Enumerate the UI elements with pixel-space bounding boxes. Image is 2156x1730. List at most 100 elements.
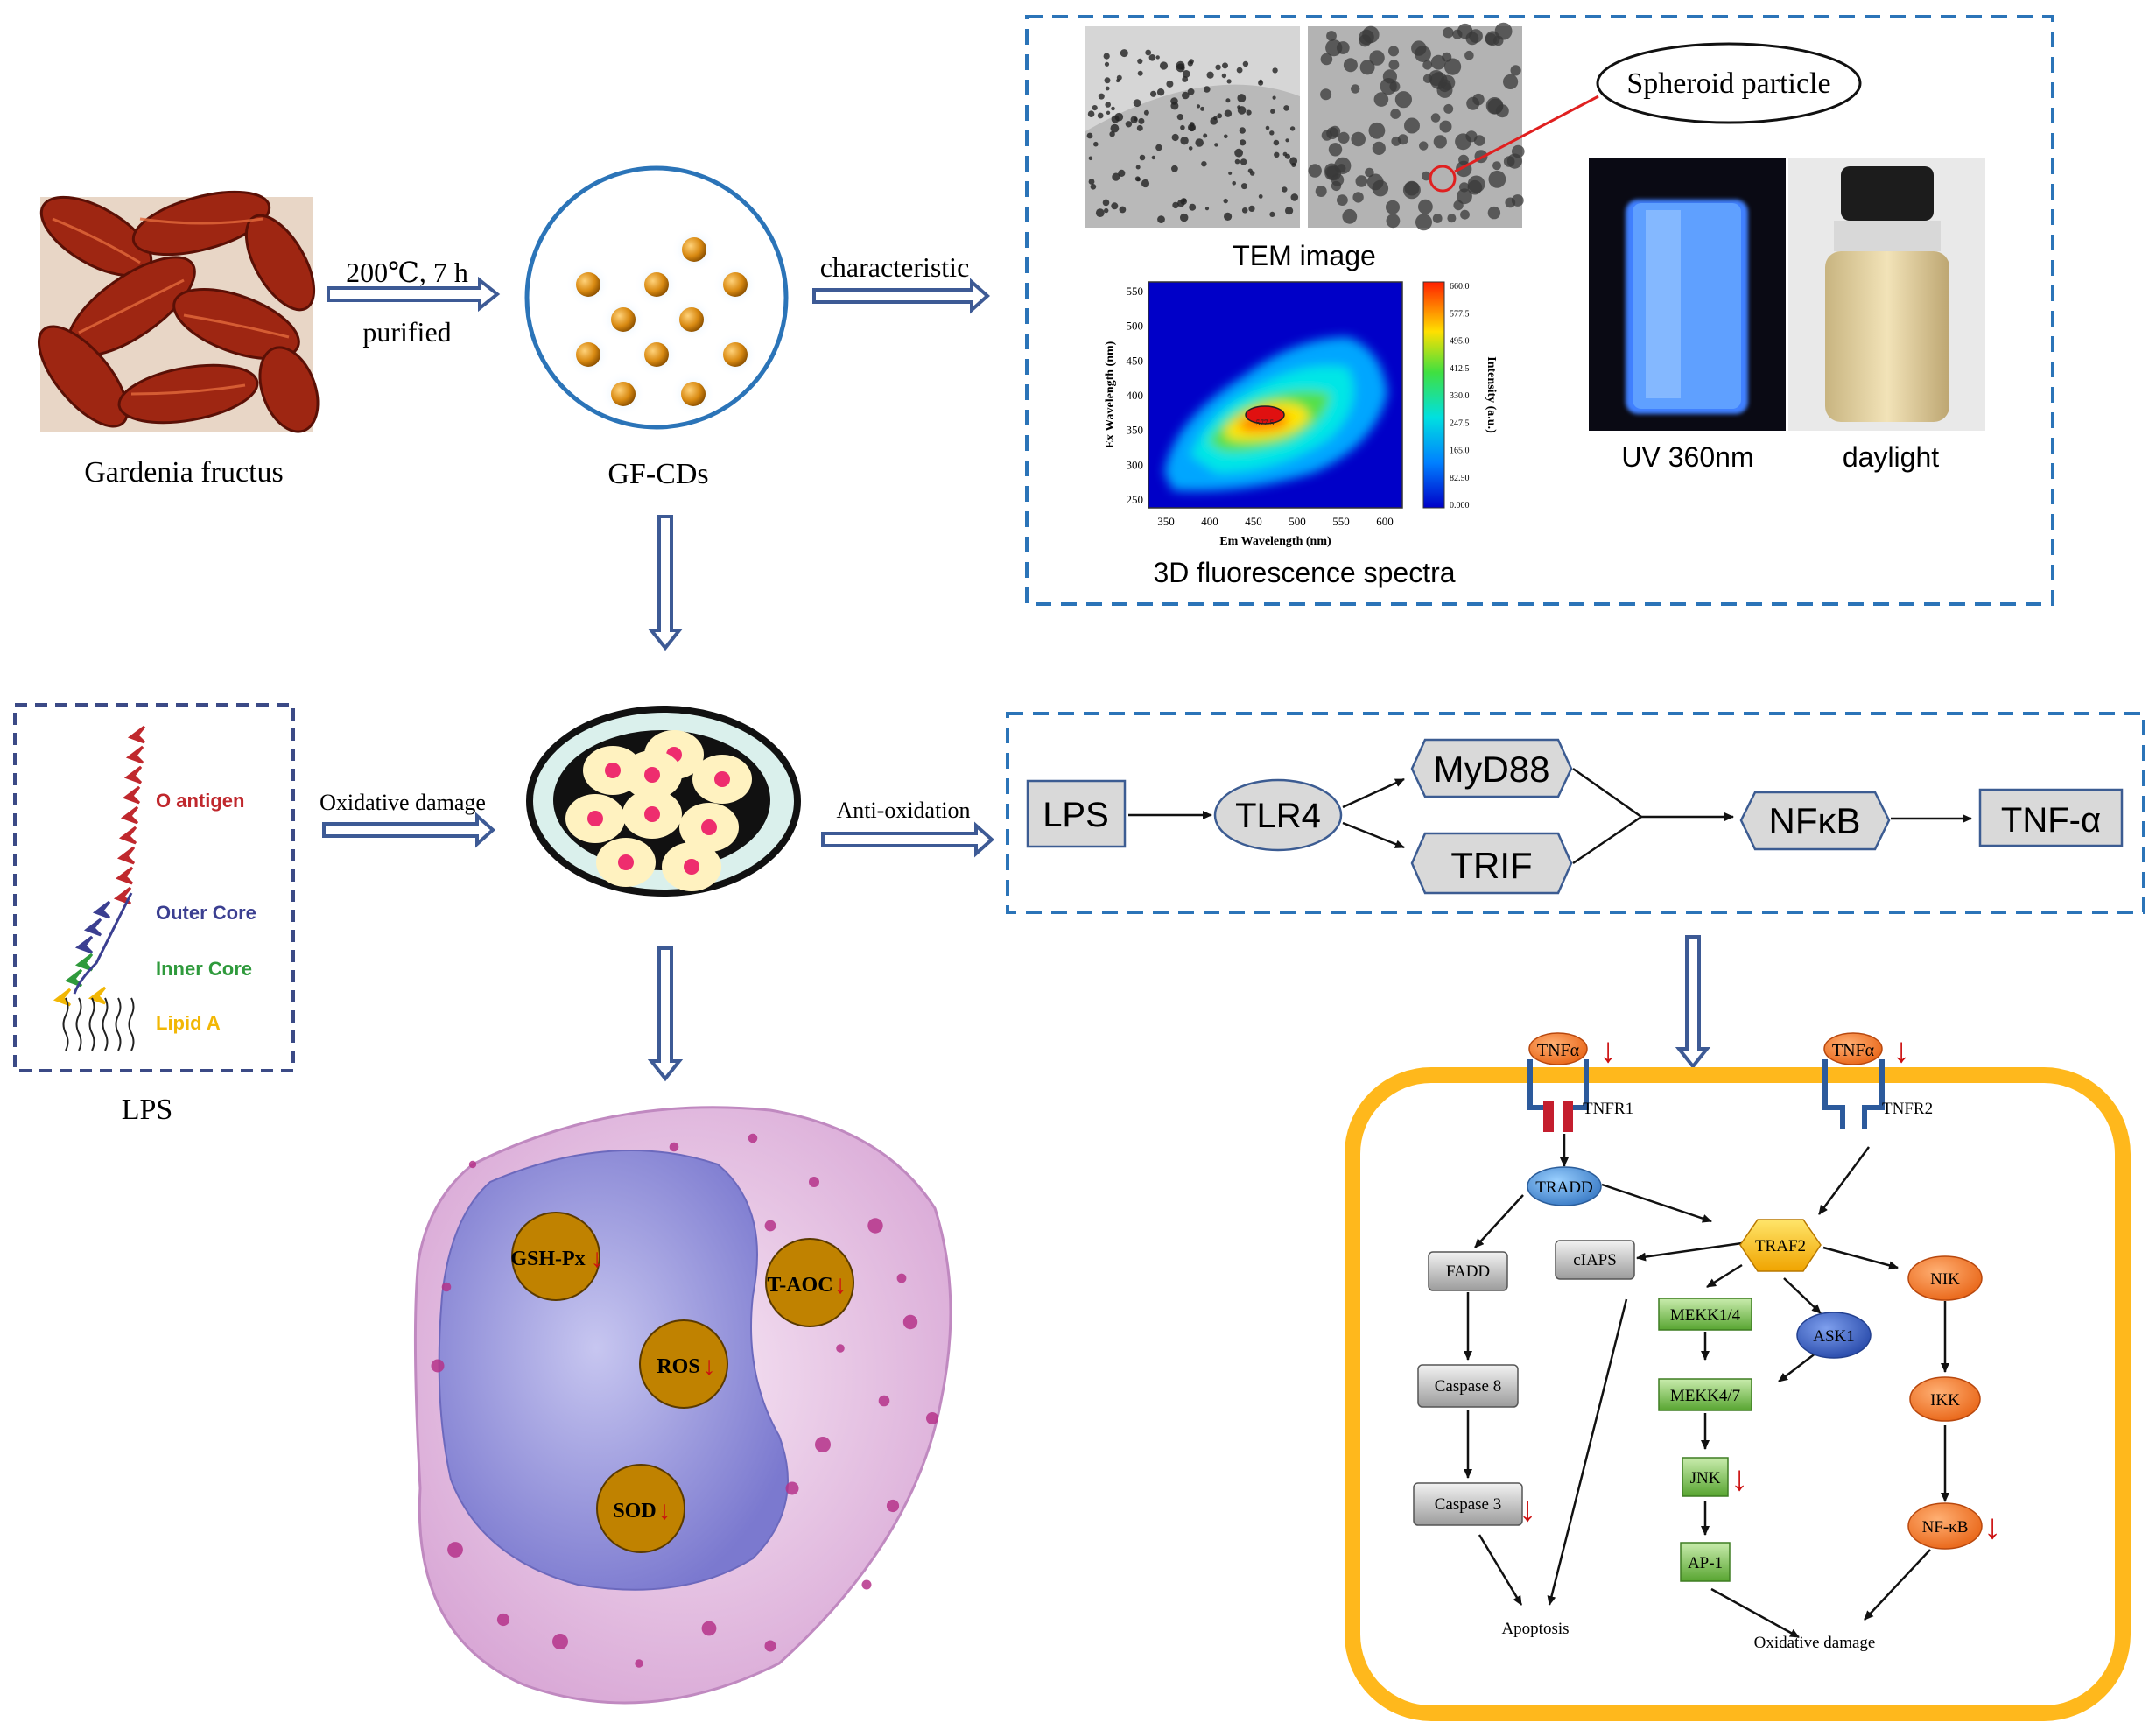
colorbar-tick: 82.50 xyxy=(1450,474,1470,483)
spectra-caption: 3D fluorescence spectra xyxy=(1153,557,1455,588)
signaling-arrows xyxy=(1464,1134,1949,1639)
daylight-vial-photo xyxy=(1788,158,1985,431)
gf-cds-circle xyxy=(524,165,789,430)
ciaps-label: cIAPS xyxy=(1573,1251,1617,1269)
tnfr2-label: TNFR2 xyxy=(1882,1100,1933,1118)
anti-oxidation-arrow xyxy=(821,821,995,858)
node-ap1: AP-1 xyxy=(1680,1542,1731,1582)
spectra-colorbar xyxy=(1422,281,1445,509)
tem-image-left xyxy=(1085,26,1300,228)
uv-vial-photo xyxy=(1589,158,1786,431)
node-tradd: TRADD xyxy=(1527,1166,1602,1206)
lps-box xyxy=(13,703,295,1072)
spectra-y-tick: 550 xyxy=(1127,285,1144,298)
node-mekk47: MEKK4/7 xyxy=(1658,1378,1752,1411)
node-mekk14: MEKK1/4 xyxy=(1658,1298,1752,1331)
mekk14-label: MEKK1/4 xyxy=(1670,1306,1741,1325)
spectra-y-tick: 500 xyxy=(1127,320,1144,333)
uv-caption: UV 360nm xyxy=(1621,441,1753,473)
spectra-x-tick: 400 xyxy=(1201,515,1218,528)
marker-ros: ROS ↓ xyxy=(639,1319,728,1409)
colorbar-tick: 577.5 xyxy=(1450,309,1470,319)
spectra-y-tick: 450 xyxy=(1127,354,1144,367)
caspase3-label: Caspase 3 xyxy=(1435,1495,1502,1514)
pathway-myd88-hex xyxy=(1410,738,1573,798)
lps-caption: LPS xyxy=(122,1094,173,1126)
o-antigen-label: O antigen xyxy=(156,790,244,812)
spectra-y-tick: 350 xyxy=(1127,424,1144,437)
synthesis-arrow xyxy=(327,276,501,313)
node-ask1: ASK1 xyxy=(1796,1312,1872,1359)
ikk-label: IKK xyxy=(1930,1391,1960,1410)
marker-t-aoc: T-AOC ↓ xyxy=(765,1238,854,1327)
spectra-x-tick: 350 xyxy=(1157,515,1175,528)
down-arrow-to-signaling xyxy=(1675,935,1711,1070)
pathway-nfkb-hex xyxy=(1739,791,1891,851)
caspase8-label: Caspase 8 xyxy=(1435,1377,1502,1396)
caspase3-down-arrow: ↓ xyxy=(1519,1489,1536,1529)
spectra-x-tick: 450 xyxy=(1245,515,1262,528)
ros-down-arrow: ↓ xyxy=(703,1352,716,1381)
gardenia-fructus-photo xyxy=(37,190,320,433)
ap1-label: AP-1 xyxy=(1688,1554,1723,1572)
gf-cds-label: GF-CDs xyxy=(607,458,708,490)
node-nfkb: NF-κB xyxy=(1907,1502,1983,1550)
spectra-x-label: Em Wavelength (nm) xyxy=(1219,535,1331,548)
synthesis-condition: 200℃, 7 h xyxy=(346,257,468,288)
daylight-caption: daylight xyxy=(1843,441,1939,473)
oxidative-damage-label: Oxidative damage xyxy=(320,790,486,815)
down-arrow-to-cells xyxy=(647,515,684,651)
tradd-label: TRADD xyxy=(1535,1178,1592,1197)
nfkb-down-arrow: ↓ xyxy=(1984,1507,2001,1546)
pathway-tnf: TNF-α xyxy=(2001,801,2101,840)
sod-down-arrow: ↓ xyxy=(658,1496,671,1525)
callout-line xyxy=(1454,95,1599,173)
pathway-diagram: LPS TLR4 MyD88 TRIF NFκB TNF-α xyxy=(1026,738,2124,895)
node-caspase8: Caspase 8 xyxy=(1417,1364,1519,1408)
tnfa2-label: TNFα xyxy=(1832,1041,1875,1060)
tem-caption: TEM image xyxy=(1233,240,1376,271)
pathway-lps: LPS xyxy=(1043,796,1109,834)
colorbar-tick: 165.0 xyxy=(1450,447,1470,456)
marker-gsh-px: GSH-Px ↓ xyxy=(510,1212,604,1301)
cell-cluster xyxy=(526,706,801,897)
pathway-nfkb: NFκB xyxy=(1769,800,1861,841)
pathway-box xyxy=(1006,712,2145,914)
colorbar-label: Intensity (a.u.) xyxy=(1485,356,1498,433)
carbon-dot xyxy=(679,307,704,332)
node-traf2: TRAF2 xyxy=(1739,1219,1822,1272)
characteristic-arrow xyxy=(812,278,991,314)
callout-bubble xyxy=(1596,42,1862,124)
spectra-y-tick: 300 xyxy=(1127,458,1144,471)
tnfa1-label: TNFα xyxy=(1537,1041,1580,1060)
spectra-y-label: Ex Wavelength (nm) xyxy=(1104,341,1117,448)
node-ciaps: cIAPS xyxy=(1555,1240,1635,1280)
jnk-down-arrow: ↓ xyxy=(1731,1459,1748,1498)
t-aoc-down-arrow: ↓ xyxy=(834,1270,847,1299)
tnfa2-down-arrow: ↓ xyxy=(1893,1030,1910,1070)
pathway-tlr4-ellipse xyxy=(1213,778,1343,852)
spectra-y-tick: 400 xyxy=(1127,389,1144,402)
ask1-label: ASK1 xyxy=(1813,1327,1855,1346)
carbon-dot xyxy=(644,272,669,297)
synthesis-step: purified xyxy=(362,316,451,348)
carbon-dot xyxy=(681,382,706,406)
oxidative-damage-outcome-label: Oxidative damage xyxy=(1754,1634,1876,1652)
carbon-dot xyxy=(723,272,748,297)
carbon-dot xyxy=(723,342,748,367)
apoptosis-label: Apoptosis xyxy=(1501,1620,1569,1638)
spectra-x-tick: 600 xyxy=(1376,515,1394,528)
tnfa-ligand-1: TNFα xyxy=(1528,1032,1588,1065)
node-caspase3: Caspase 3 xyxy=(1413,1482,1523,1526)
node-nik: NIK xyxy=(1907,1255,1983,1301)
highlight-circle xyxy=(1429,165,1457,193)
carbon-dot xyxy=(644,342,669,367)
carbon-dot xyxy=(611,382,636,406)
callout-text: Spheroid particle xyxy=(1626,67,1830,100)
spectra-y-tick: 250 xyxy=(1127,493,1144,506)
lps-molecule xyxy=(53,725,146,1051)
tnfr2-receptor xyxy=(1822,1059,1885,1129)
outer-core-label: Outer Core xyxy=(156,902,256,924)
fadd-label: FADD xyxy=(1446,1262,1490,1281)
